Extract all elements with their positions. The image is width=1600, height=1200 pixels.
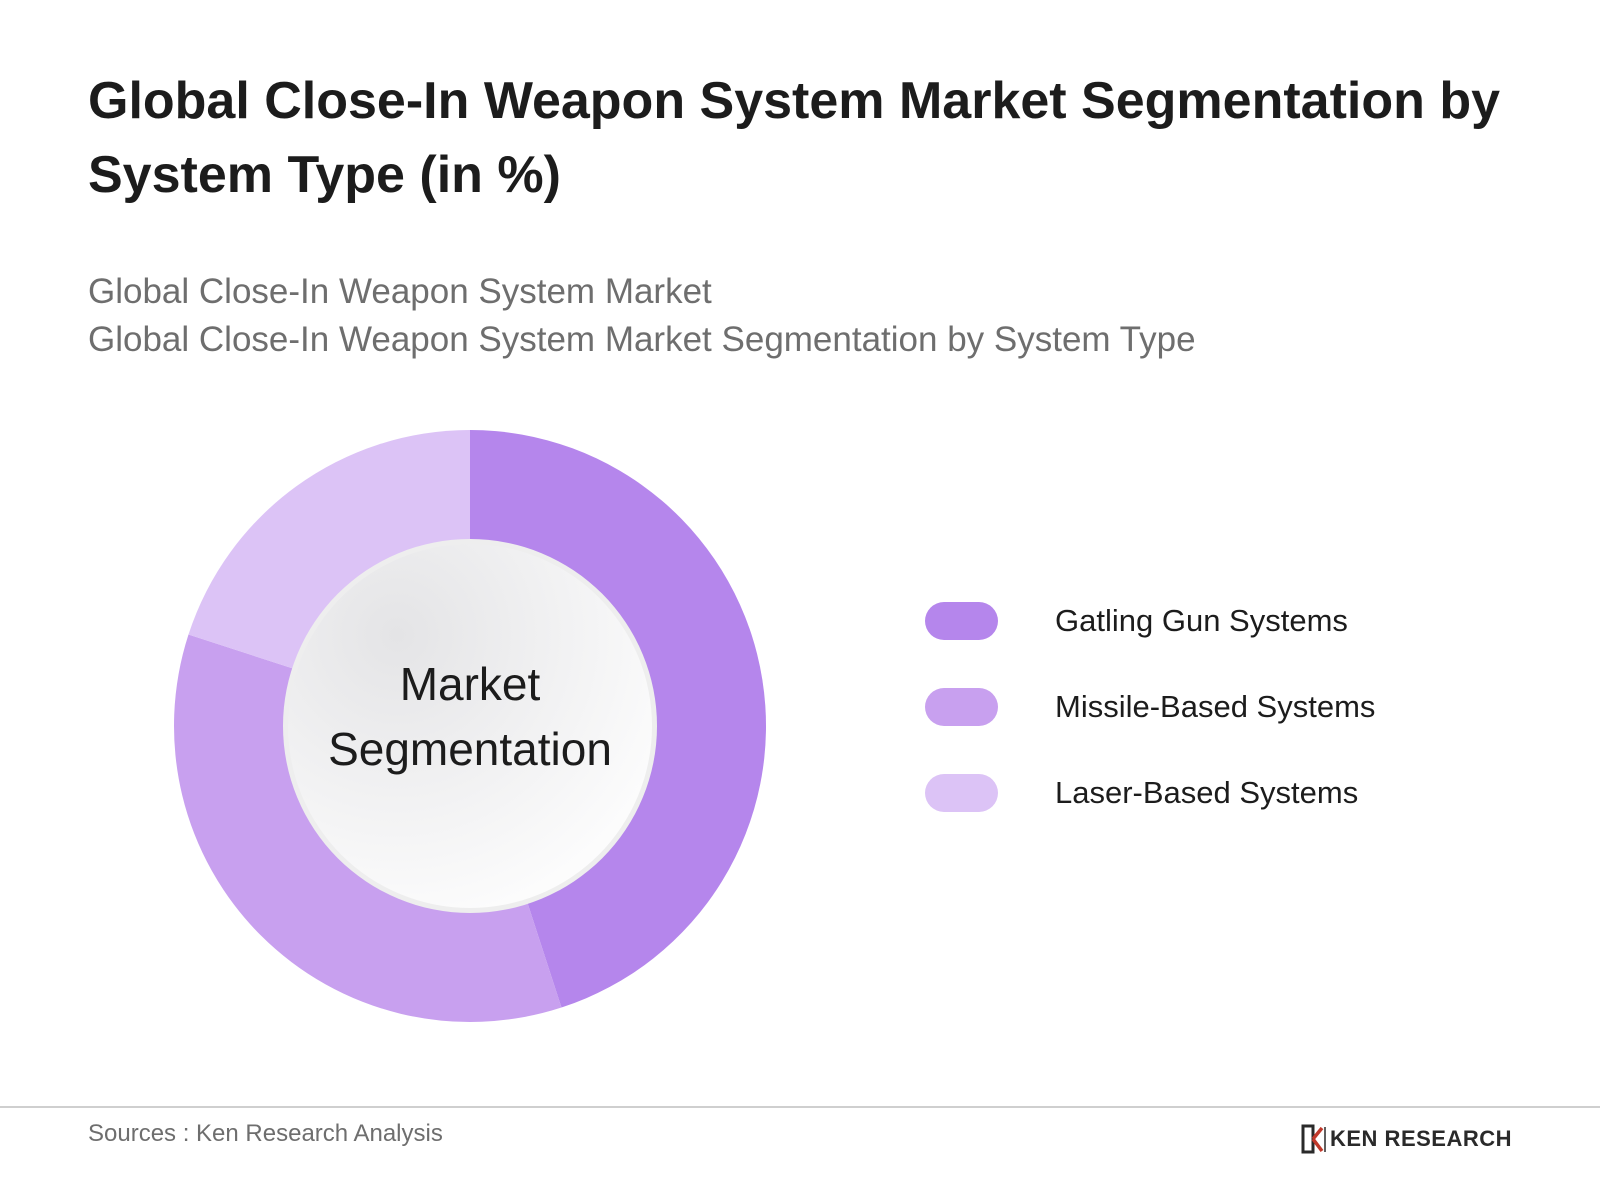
legend-item-laser: Laser-Based Systems — [925, 768, 1545, 854]
ken-research-logo-icon — [1301, 1124, 1326, 1154]
legend-swatch — [925, 602, 998, 640]
subtitle-line-1: Global Close-In Weapon System Market — [88, 272, 712, 311]
donut-center-fill — [288, 544, 652, 908]
legend-item-missile: Missile-Based Systems — [925, 682, 1545, 768]
center-label-line-1: Market — [400, 658, 541, 710]
subtitle-line-2: Global Close-In Weapon System Market Seg… — [88, 320, 1196, 359]
legend-label: Laser-Based Systems — [1055, 775, 1359, 810]
footer-divider — [0, 1106, 1600, 1108]
donut-chart: Market Segmentation — [174, 430, 767, 1022]
chart-title: Global Close-In Weapon System Market Seg… — [88, 72, 1500, 204]
source-note: Sources : Ken Research Analysis — [88, 1120, 443, 1147]
legend-label: Missile-Based Systems — [1055, 689, 1376, 724]
chart-legend: Gatling Gun Systems Missile-Based System… — [925, 596, 1545, 854]
legend-swatch — [925, 774, 998, 812]
center-label-line-2: Segmentation — [328, 723, 612, 775]
brand-logo: KEN RESEARCH — [1300, 1124, 1515, 1156]
legend-label: Gatling Gun Systems — [1055, 603, 1348, 638]
legend-item-gatling: Gatling Gun Systems — [925, 596, 1545, 682]
brand-text: KEN RESEARCH — [1330, 1126, 1513, 1151]
chart-subtitle: Global Close-In Weapon System Market Glo… — [88, 268, 1528, 364]
legend-swatch — [925, 688, 998, 726]
